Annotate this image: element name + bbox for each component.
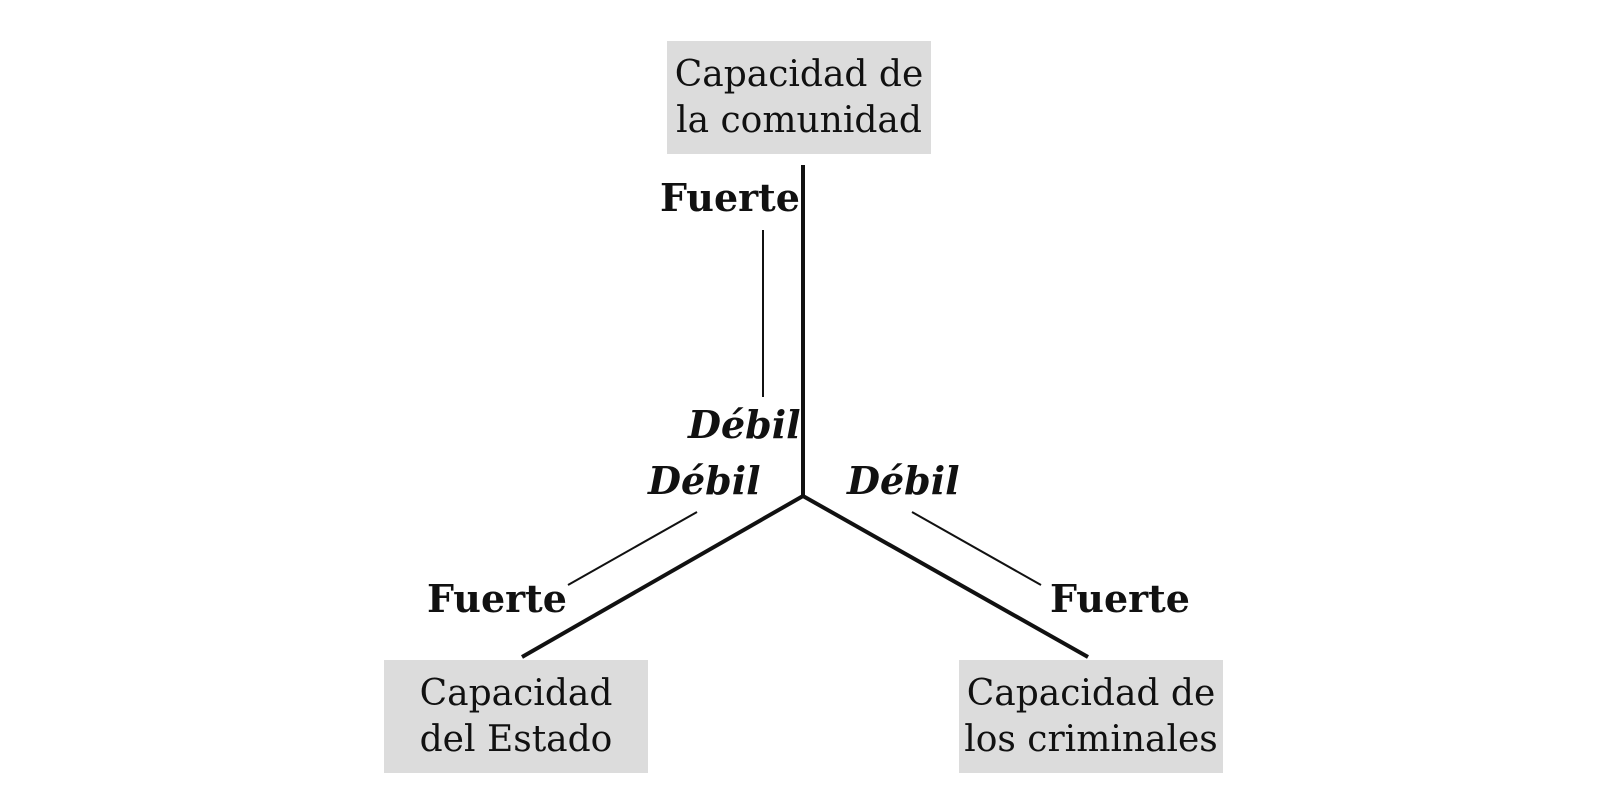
state-strong-label: Fuerte — [427, 576, 567, 621]
state-scale-line — [567, 511, 698, 586]
community-capacity-line2: la comunidad — [676, 99, 922, 141]
community-weak-label: Débil — [688, 402, 801, 447]
criminals-capacity-line1: Capacidad de — [966, 672, 1216, 714]
community-capacity-box: Capacidad de la comunidad — [667, 41, 931, 154]
criminals-axis — [802, 494, 1089, 659]
community-strong-label: Fuerte — [660, 175, 800, 220]
state-capacity-line1: Capacidad — [419, 672, 613, 714]
criminals-capacity-box: Capacidad de los criminales — [959, 660, 1223, 773]
state-capacity-box: Capacidad del Estado — [384, 660, 648, 773]
state-capacity-line2: del Estado — [419, 718, 613, 760]
community-capacity-line1: Capacidad de — [674, 53, 924, 95]
criminals-weak-label: Débil — [847, 458, 960, 503]
state-axis — [521, 494, 804, 659]
state-weak-label: Débil — [648, 458, 761, 503]
criminals-strong-label: Fuerte — [1050, 576, 1190, 621]
criminals-scale-line — [911, 511, 1042, 586]
criminals-capacity-line2: los criminales — [964, 718, 1218, 760]
